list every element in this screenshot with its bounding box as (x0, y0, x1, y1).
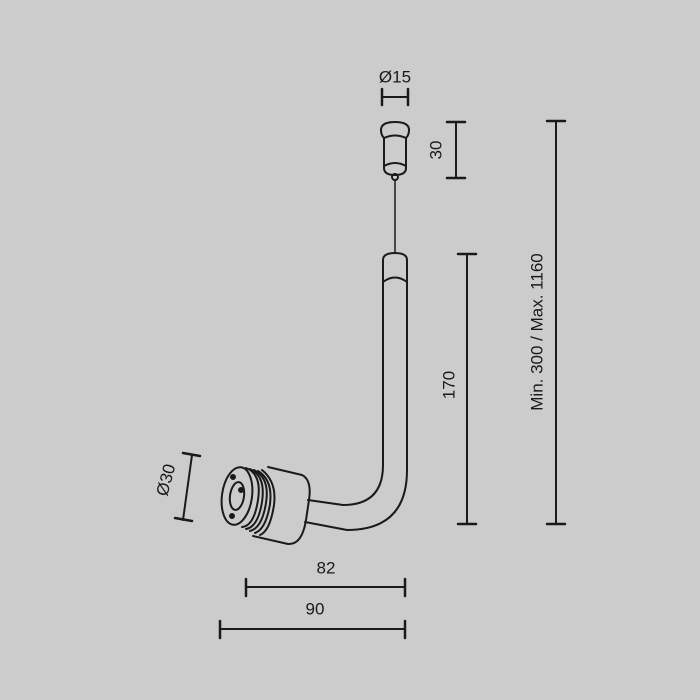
spot-head (220, 466, 311, 546)
dimension-width-82 (244, 577, 407, 598)
dimension-suspension-length (545, 119, 567, 526)
tube-collar (382, 252, 408, 283)
dimension-canopy-height (445, 120, 467, 180)
label-width-82: 82 (316, 558, 336, 578)
label-width-90: 90 (305, 599, 325, 619)
canopy (380, 121, 410, 181)
label-suspension-length: Min. 300 / Max. 1160 (527, 253, 547, 411)
dimension-tube-length (456, 252, 478, 526)
bent-tube (304, 279, 408, 531)
dimension-canopy-diameter (380, 87, 410, 107)
label-canopy-height: 30 (426, 140, 446, 160)
label-canopy-diameter: Ø15 (378, 67, 412, 87)
dimension-head-diameter (173, 451, 202, 523)
dimension-width-90 (218, 619, 407, 640)
label-tube-length: 170 (439, 370, 459, 400)
